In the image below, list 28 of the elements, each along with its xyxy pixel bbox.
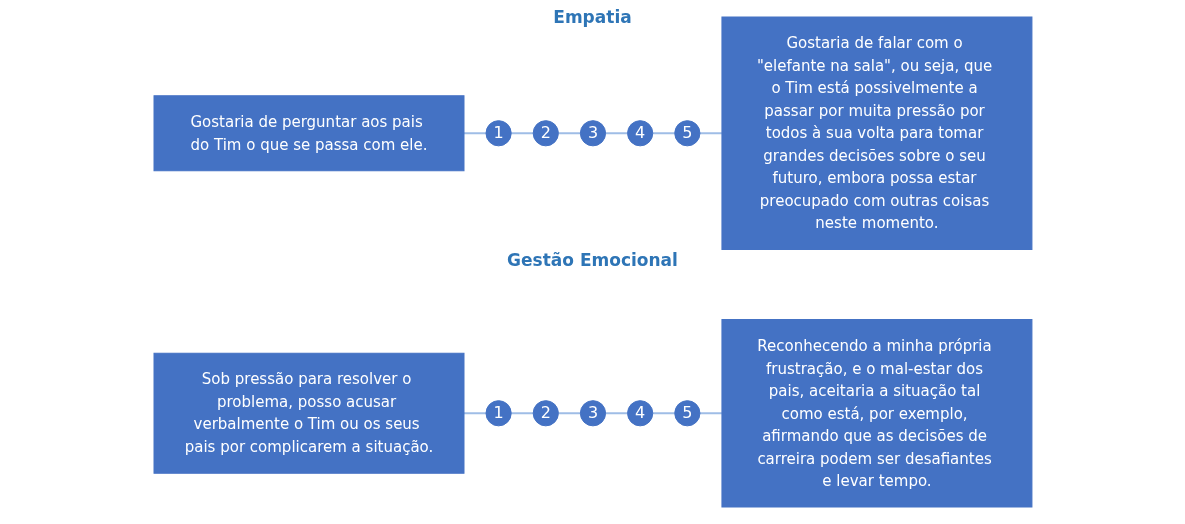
connector [651,132,676,135]
section-heading: Empatia [553,7,632,27]
node-circle: 5 [673,400,700,427]
node-circle: 1 [485,400,512,427]
node-box: Gostaria de perguntar aos pais do Tim o que se passa com ele. [153,95,465,172]
connector [509,412,534,415]
connector [698,412,723,415]
node-box: Reconhecendo a minha própria frustração, e o mal-estar dos pais, aceitaria a situação tal como está, por exemplo, afirmando que as decisões de carreira podem ser desafiantes e levar tempo. [720,319,1032,508]
node-circle: 2 [532,400,559,427]
connector [556,412,581,415]
section-heading: Gestão Emocional [507,250,678,270]
node-circle: 3 [579,400,606,427]
node-circle: 3 [579,120,606,147]
connector [509,132,534,135]
node-box: Gostaria de falar com o "elefante na sala", ou seja, que o Tim está possivelmente a passar por muita pressão por todos à sua volta para tomar grandes decisões sobre o seu futuro, embora possa estar preocupado com outras coisas neste momento. [720,16,1032,250]
connector [604,412,629,415]
connector [462,412,487,415]
node-circle: 4 [626,120,653,147]
connector [556,132,581,135]
node-circle: 5 [673,120,700,147]
node-box: Sob pressão para resolver o problema, posso acusar verbalmente o Tim ou os seus pais por complicarem a situação. [153,352,465,474]
connector [604,132,629,135]
node-circle: 1 [485,120,512,147]
node-circle: 2 [532,120,559,147]
connector [651,412,676,415]
connector [462,132,487,135]
connector [698,132,723,135]
node-circle: 4 [626,400,653,427]
